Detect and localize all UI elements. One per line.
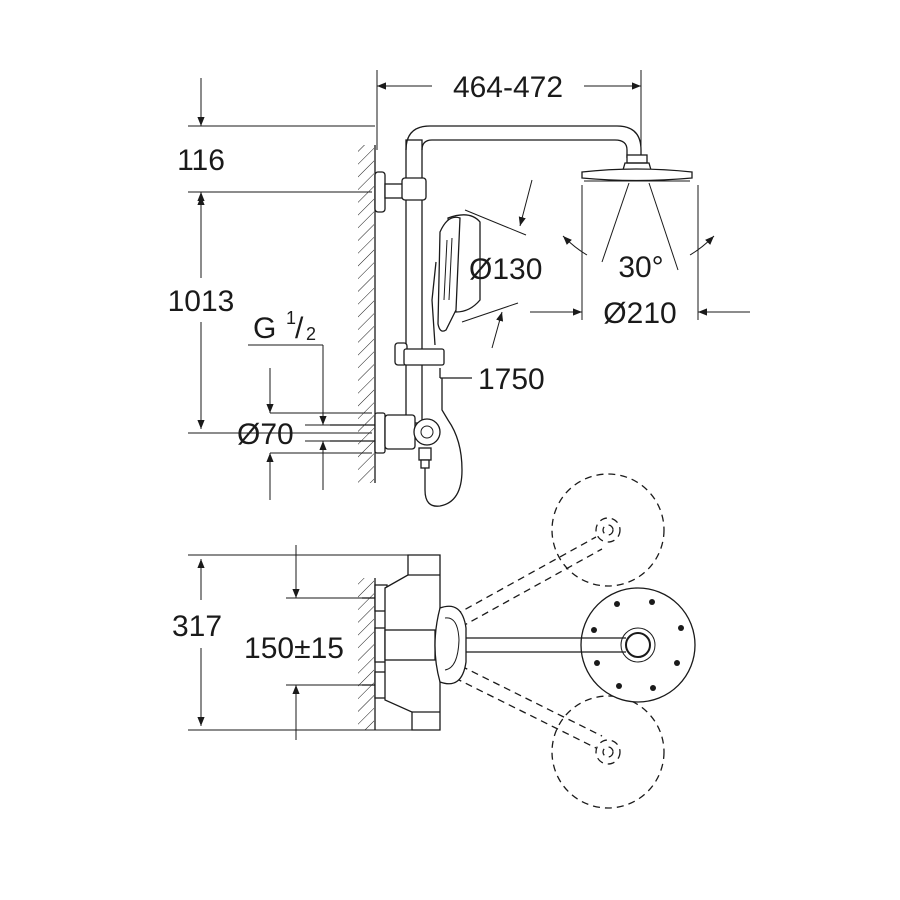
dim-arm-height-label: 116 (177, 144, 225, 177)
head-shower (581, 168, 693, 182)
shower-arm (405, 125, 642, 158)
dim-130-arrow-bottom (491, 311, 504, 349)
dim-depth-label: 317 (172, 610, 222, 643)
thread-label: G (253, 312, 276, 345)
dim-angle-label: 30° (618, 251, 663, 284)
swing-circle-upper (551, 473, 665, 587)
swing-circle-lower (551, 695, 665, 809)
dim-hose-label: 1750 (478, 363, 545, 396)
side-view (188, 70, 750, 507)
head-shower-plan (580, 587, 696, 703)
mixer-body (384, 414, 416, 450)
dim-rail-height-label: 1013 (168, 285, 235, 318)
dim-handshower-label: Ø130 (469, 253, 542, 286)
dim-spacing-label: 150±15 (244, 632, 344, 665)
dim-inlet-label: Ø70 (237, 418, 294, 451)
thread-denominator: 2 (306, 324, 316, 344)
wall-hatch-top (358, 578, 374, 730)
dim-130-arrow-top (518, 179, 533, 227)
thread-numerator: 1 (286, 308, 296, 328)
thread-slash: / (295, 312, 304, 345)
wall-hatch (358, 145, 374, 483)
angle-arc-right (689, 235, 715, 256)
dim-width-label: 464-472 (453, 71, 563, 104)
hand-shower (431, 214, 481, 346)
top-view (188, 473, 696, 809)
angle-arc-left (562, 235, 588, 256)
hand-shower-plan (434, 605, 467, 685)
dim-head-label: Ø210 (603, 297, 676, 330)
